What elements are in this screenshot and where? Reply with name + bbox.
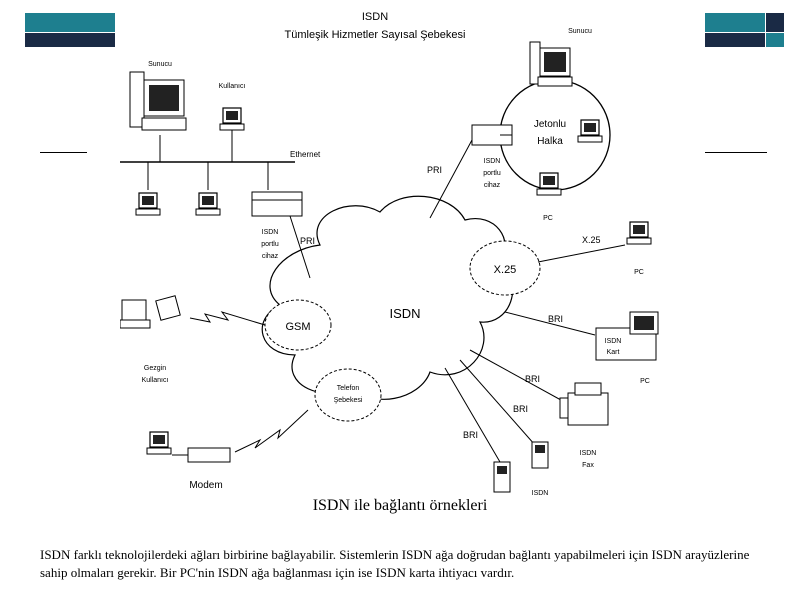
ethernet-label: Ethernet — [290, 150, 321, 159]
top-left-dark-bar — [25, 33, 115, 47]
diagram-subtitle: Tümleşik Hizmetler Sayısal Şebekesi — [285, 29, 466, 41]
ring-pc-bottom — [536, 172, 562, 196]
isdn-phone2-device — [493, 461, 511, 493]
isdn-cloud — [261, 195, 514, 400]
isdn-device-left-label-3: cihaz — [262, 253, 279, 260]
bri-fax-label: BRI — [525, 374, 540, 384]
server-left — [129, 71, 187, 131]
top-left-teal-bar — [25, 13, 115, 32]
bri-phone-label: BRI — [513, 404, 528, 414]
bri-phone-link — [459, 359, 536, 446]
lan-pc-2 — [195, 192, 221, 216]
pri-link-left — [289, 215, 311, 279]
left-rule — [40, 152, 87, 153]
bri-card-label: BRI — [548, 314, 563, 324]
modem-device — [187, 447, 231, 463]
phone-network-label-2: Şebekesi — [334, 397, 363, 404]
server-right-label: Sunucu — [568, 28, 592, 35]
ring-pc-right — [577, 119, 603, 143]
x25-cloud-label: X.25 — [494, 264, 517, 276]
mobile-user-label-2: Kullanıcı — [142, 377, 169, 384]
isdn-device-right-label-2: portlu — [483, 170, 501, 177]
isdn-phone-label: ISDN — [532, 490, 549, 497]
user-left-pc — [219, 107, 245, 131]
bri-phone2-label: BRI — [463, 430, 478, 440]
diagram-title: ISDN — [362, 11, 388, 23]
pri-link-right — [429, 139, 473, 219]
token-ring-label-1: Jetonlu — [534, 119, 566, 130]
isdn-phone-device — [531, 441, 549, 469]
description-text: ISDN farklı teknolojilerdeki ağları birb… — [40, 547, 750, 580]
isdn-fax-label-1: ISDN — [580, 450, 597, 457]
isdn-cloud-label: ISDN — [389, 306, 420, 321]
top-right-corner-accent — [766, 33, 784, 47]
isdn-card-label-2: Kart — [607, 349, 620, 356]
isdn-device-left-label-1: ISDN — [262, 229, 279, 236]
isdn-card-label-1: ISDN — [605, 338, 622, 345]
modem-pc — [146, 431, 172, 455]
bri-phone2-link — [444, 367, 501, 463]
token-ring-label-2: Halka — [537, 136, 563, 147]
top-right-teal-bar — [705, 13, 765, 32]
mobile-user-laptop — [120, 295, 181, 329]
x25-pc-label: PC — [634, 269, 644, 276]
isdn-device-left — [251, 191, 303, 217]
diagram-caption: ISDN ile bağlantı örnekleri — [312, 497, 488, 514]
phone-network-cloud — [314, 368, 382, 422]
ring-pc-label: PC — [543, 215, 553, 222]
gsm-label: GSM — [285, 321, 310, 333]
x25-link-label: X.25 — [582, 235, 601, 245]
pri-left-label: PRI — [300, 236, 315, 246]
isdn-device-left-label-2: portlu — [261, 241, 279, 248]
bri-card-link — [504, 311, 596, 336]
phone-network-label-1: Telefon — [337, 385, 360, 392]
pri-top-label: PRI — [427, 165, 442, 175]
isdn-fax-label-2: Fax — [582, 462, 594, 469]
isdn-fax-device — [559, 382, 609, 426]
top-right-dark-bar — [705, 33, 765, 47]
gsm-wireless-link — [189, 311, 266, 326]
isdn-card-pc-label: PC — [640, 378, 650, 385]
top-right-corner-block — [766, 13, 784, 32]
x25-pc — [626, 221, 652, 245]
x25-link — [537, 244, 626, 263]
modem-label: Modem — [189, 480, 222, 491]
user-left-label: Kullanıcı — [219, 83, 246, 90]
modem-wireless-link — [234, 409, 309, 453]
isdn-device-right-label-3: cihaz — [484, 182, 501, 189]
right-rule — [705, 152, 767, 153]
server-right — [529, 41, 573, 87]
bri-fax-link — [469, 349, 571, 406]
x25-cloud — [469, 240, 541, 296]
mobile-user-label-1: Gezgin — [144, 365, 166, 372]
isdn-device-right-label-1: ISDN — [484, 158, 501, 165]
isdn-network-diagram: ISDN Tümleşik Hizmetler Sayısal Şebekesi… — [120, 11, 659, 497]
server-left-label: Sunucu — [148, 61, 172, 68]
lan-pc-1 — [135, 192, 161, 216]
